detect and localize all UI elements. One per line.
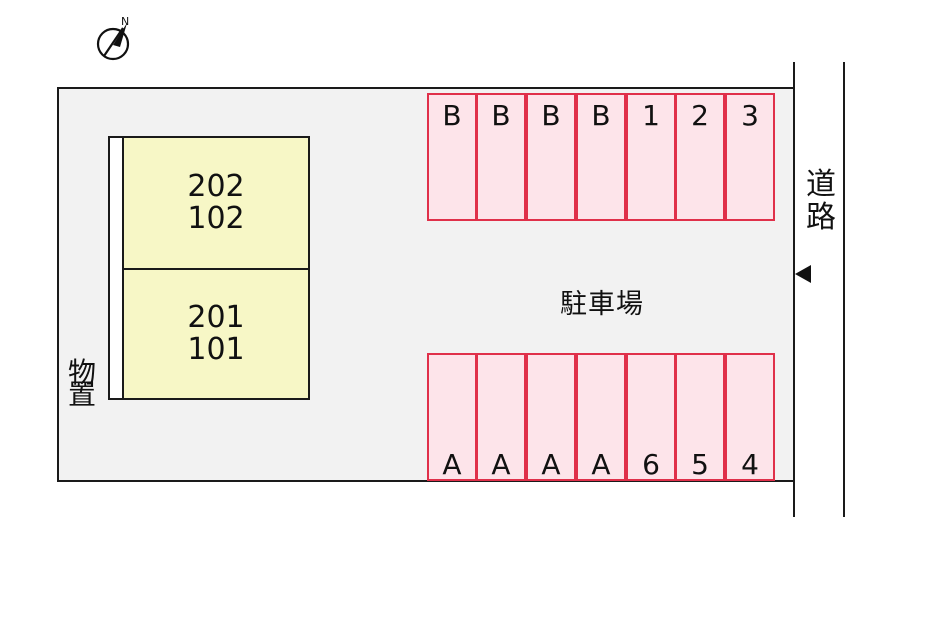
parking-space: 3	[725, 93, 775, 221]
space-label: B	[491, 99, 511, 132]
space-label: 5	[691, 448, 709, 481]
space-label: 6	[642, 448, 660, 481]
road-edge-right	[843, 62, 845, 517]
parking-space: 2	[675, 93, 725, 221]
road-label: 道路	[806, 167, 836, 235]
parking-space: B	[476, 93, 526, 221]
unit-number: 102	[187, 201, 245, 236]
parking-space: 5	[675, 353, 725, 481]
road-edge-left	[793, 62, 795, 517]
compass-north-icon: N	[96, 15, 129, 61]
space-label: 3	[741, 99, 759, 132]
space-label: 4	[741, 448, 759, 481]
space-label: 1	[642, 99, 660, 132]
space-label: B	[541, 99, 561, 132]
entrance-arrow-icon	[795, 265, 811, 283]
space-label: A	[541, 448, 561, 481]
unit-number: 201	[187, 300, 245, 335]
parking-space: 6	[626, 353, 676, 481]
parking-space: A	[576, 353, 626, 481]
storage-label: 物置	[67, 356, 96, 411]
space-label: A	[491, 448, 511, 481]
parking-space: B	[427, 93, 477, 221]
parking-space: A	[427, 353, 477, 481]
svg-text:N: N	[121, 15, 129, 28]
building-unit-lower: 201 101	[122, 268, 310, 400]
space-label: 2	[691, 99, 709, 132]
space-label: A	[591, 448, 611, 481]
parking-space: 4	[725, 353, 775, 481]
parking-space: 1	[626, 93, 676, 221]
unit-number: 202	[187, 169, 245, 204]
space-label: A	[442, 448, 462, 481]
building-unit-upper: 202 102	[122, 136, 310, 270]
unit-number: 101	[187, 332, 245, 367]
parking-space: A	[526, 353, 576, 481]
parking-space: A	[476, 353, 526, 481]
parking-space: B	[526, 93, 576, 221]
space-label: B	[591, 99, 611, 132]
parking-label: 駐車場	[560, 289, 644, 320]
space-label: B	[442, 99, 462, 132]
parking-space: B	[576, 93, 626, 221]
